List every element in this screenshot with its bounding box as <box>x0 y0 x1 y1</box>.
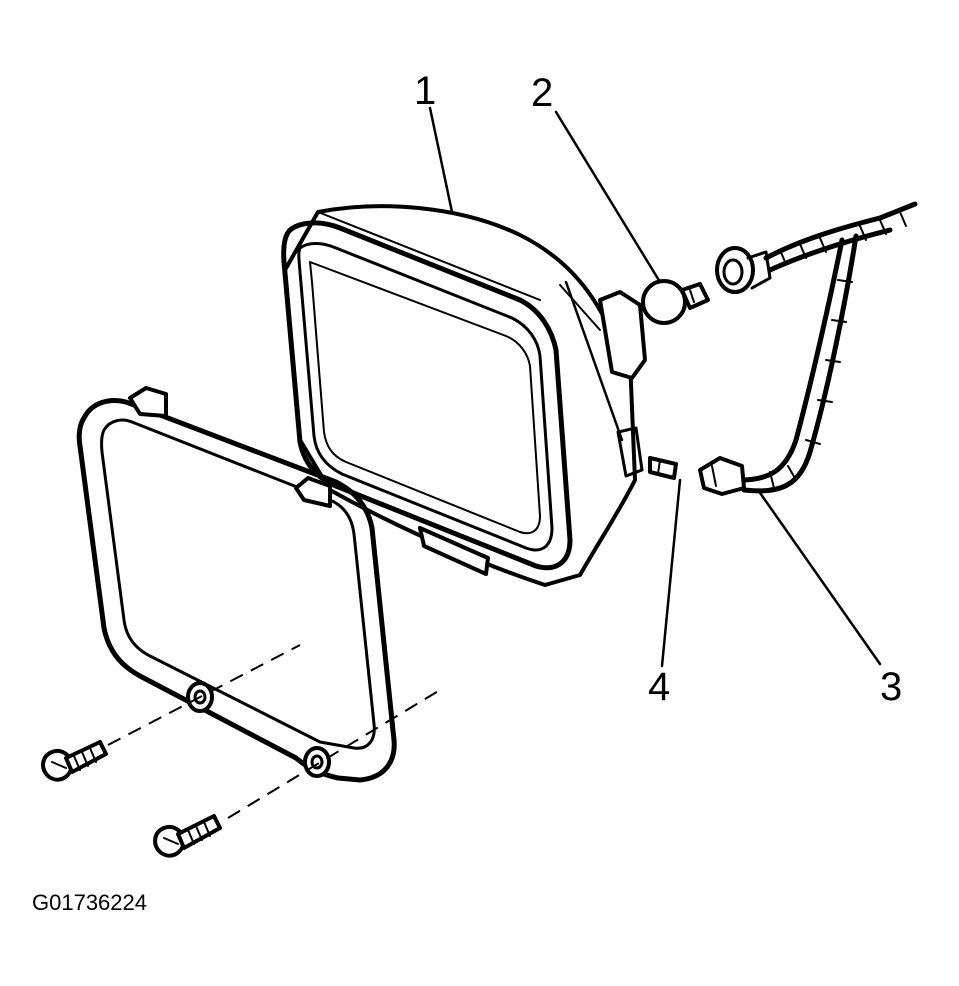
retainer-ring <box>76 386 397 783</box>
headlamp-assembly <box>281 204 647 587</box>
callout-headlamp: 1 <box>414 69 436 113</box>
screw-lower <box>153 814 222 858</box>
side-marker-socket <box>698 456 746 496</box>
callout-side-marker-bulb: 4 <box>648 665 670 709</box>
figure-id: G01736224 <box>32 890 147 915</box>
leader-lines <box>428 106 882 668</box>
grommet <box>715 246 772 294</box>
callout-bulb: 2 <box>531 71 553 115</box>
bulb <box>641 279 710 325</box>
screw-upper <box>41 740 108 782</box>
alignment-lines <box>107 644 441 819</box>
callout-wiring-harness: 3 <box>880 665 902 709</box>
wiring-harness <box>737 201 918 494</box>
side-marker-bulb <box>648 456 678 480</box>
